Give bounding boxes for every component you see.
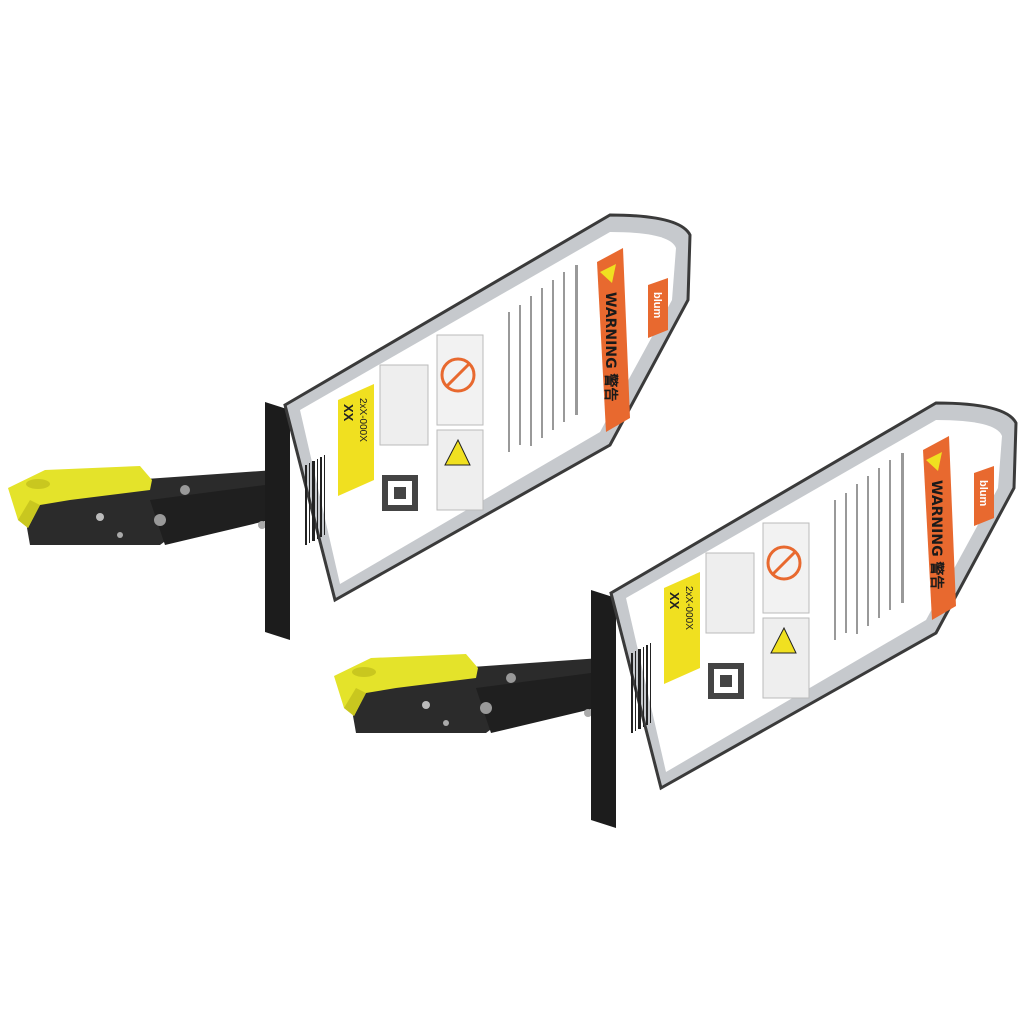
blum-logo bbox=[648, 278, 668, 338]
size-code: XX bbox=[341, 404, 356, 422]
yellow-lever bbox=[334, 654, 478, 716]
brand-text: blum bbox=[651, 292, 663, 318]
warning-strip bbox=[923, 436, 956, 620]
warning-text: WARNING 警告 bbox=[602, 292, 619, 401]
lift-mechanism-2: WARNING 警告 blum XX 2xX-000X bbox=[334, 401, 1018, 828]
brand-text: blum bbox=[977, 480, 989, 506]
mounting-plate bbox=[591, 590, 616, 828]
part-code: 2xX-000X bbox=[357, 398, 368, 442]
yellow-lever bbox=[8, 466, 152, 528]
part-code: 2xX-000X bbox=[683, 586, 694, 630]
size-tag bbox=[664, 572, 700, 684]
warning-strip bbox=[597, 248, 630, 432]
mounting-plate bbox=[265, 402, 290, 640]
blum-logo bbox=[974, 466, 994, 526]
size-tag bbox=[338, 384, 374, 496]
barcode bbox=[305, 455, 325, 545]
warning-text: WARNING 警告 bbox=[928, 480, 945, 589]
housing: WARNING 警告 blum XX 2xX-000X bbox=[609, 401, 1018, 791]
barcode bbox=[631, 643, 651, 733]
housing: WARNING 警告 blum XX 2xX-000X bbox=[283, 213, 692, 603]
size-code: XX bbox=[667, 592, 682, 610]
lift-mechanism-1: WARNING 警告 blum XX 2xX-000X bbox=[8, 213, 692, 640]
